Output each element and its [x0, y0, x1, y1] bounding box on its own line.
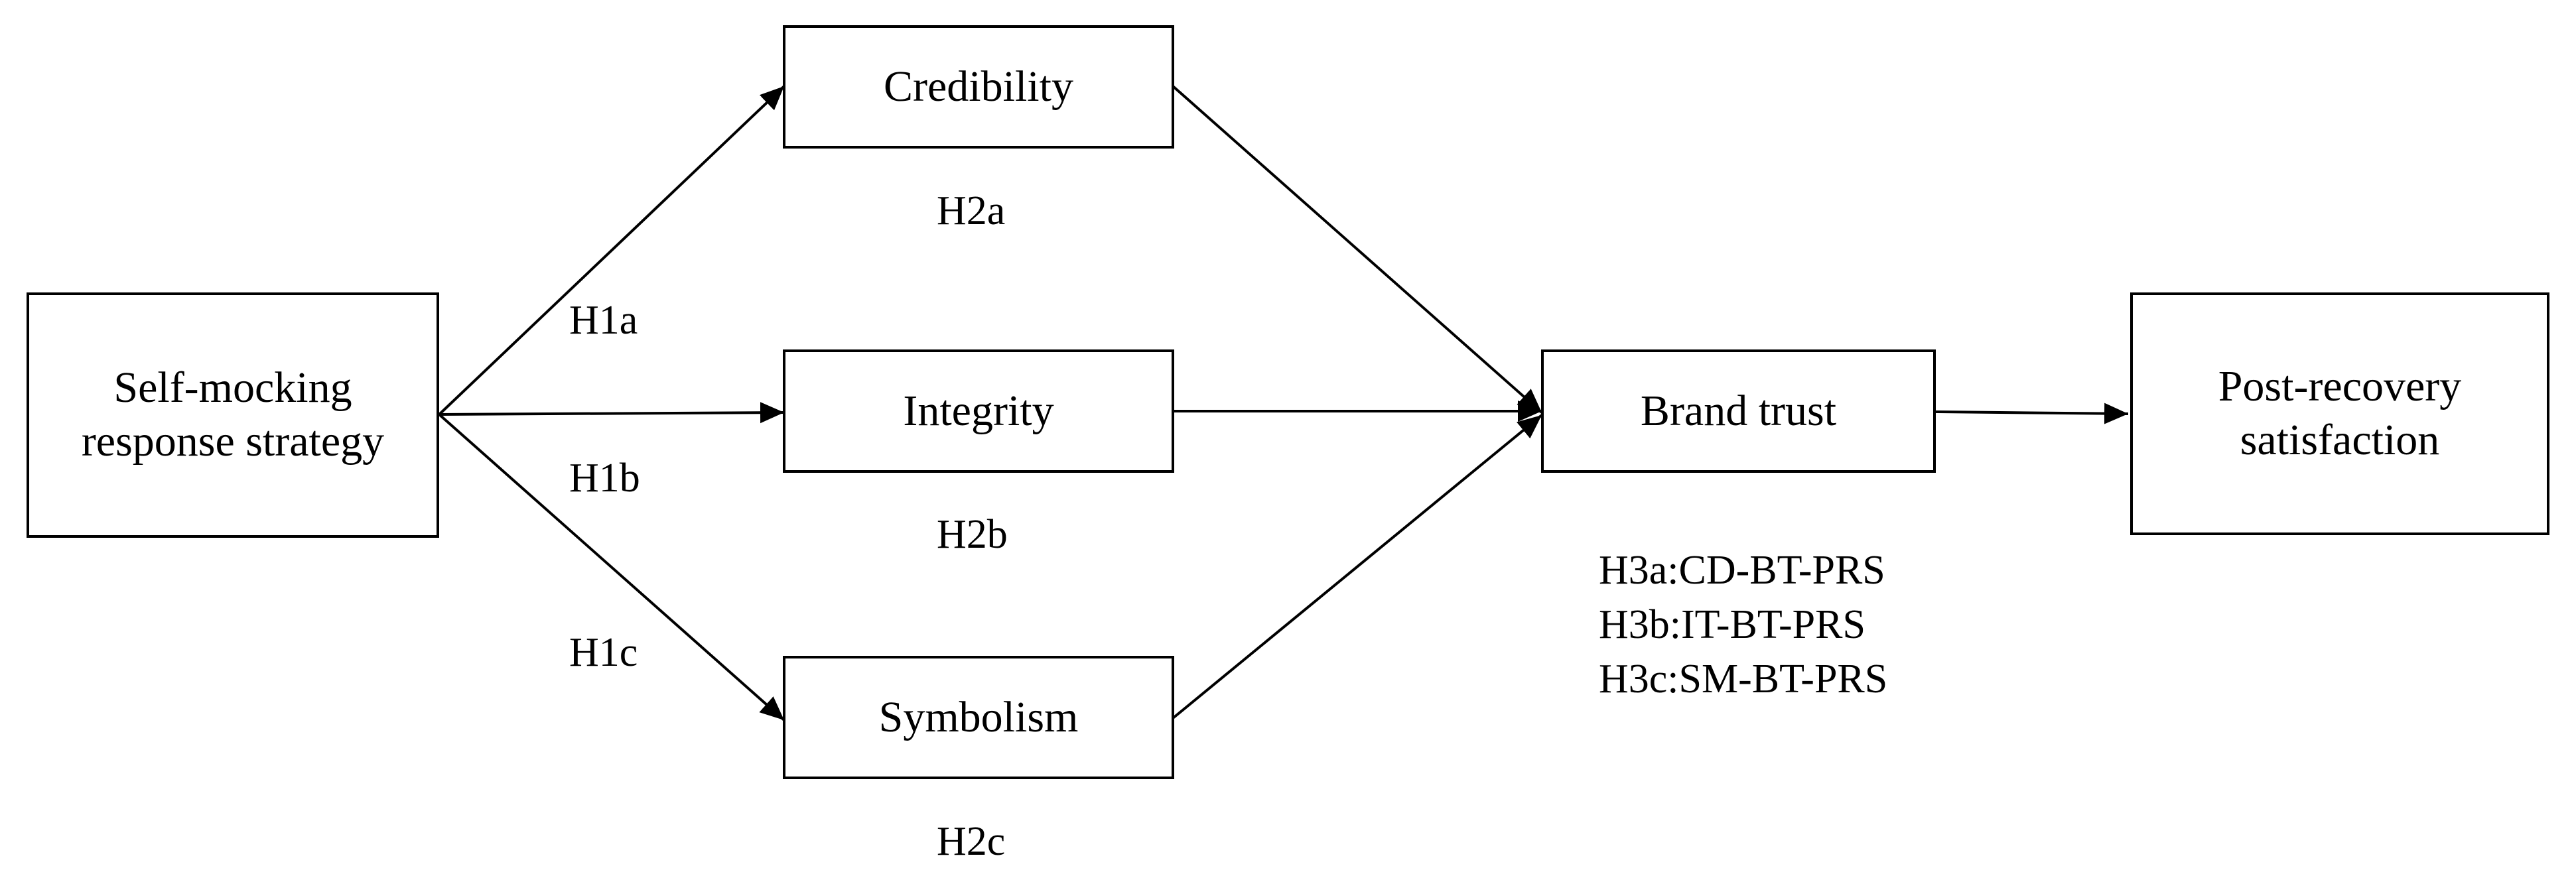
- hypothesis-h3b-label: H3b:IT-BT-PRS: [1599, 601, 1865, 647]
- arrow-brand-trust-to-post-recovery: [1934, 403, 2129, 424]
- node-integrity: Integrity: [783, 349, 1174, 473]
- node-self-mocking-label: Self-mocking response strategy: [81, 363, 385, 466]
- node-post-recovery-label: Post-recovery satisfaction: [2218, 362, 2462, 464]
- hypothesis-h1c-label: H1c: [569, 630, 638, 675]
- hypothesis-h2b-label: H2b: [937, 512, 1008, 557]
- arrow-self-mocking-to-symbolism: [438, 413, 785, 721]
- node-self-mocking-response-strategy: Self-mocking response strategy: [27, 292, 439, 538]
- arrow-credibility-to-brand-trust: [1172, 85, 1543, 414]
- node-symbolism: Symbolism: [783, 656, 1174, 779]
- hypothesis-h3a-label: H3a:CD-BT-PRS: [1599, 548, 1885, 593]
- hypothesis-h1a-label: H1a: [569, 298, 638, 343]
- node-post-recovery-satisfaction: Post-recovery satisfaction: [2130, 292, 2549, 535]
- node-brand-trust-label: Brand trust: [1640, 386, 1837, 435]
- arrow-self-mocking-to-credibility: [438, 85, 785, 416]
- node-credibility-label: Credibility: [884, 62, 1073, 111]
- node-brand-trust: Brand trust: [1541, 349, 1936, 473]
- node-symbolism-label: Symbolism: [878, 692, 1079, 741]
- hypothesis-h3c-label: H3c:SM-BT-PRS: [1599, 656, 1888, 702]
- arrow-self-mocking-to-integrity: [439, 402, 785, 424]
- hypothesis-h3-list: H3a:CD-BT-PRS H3b:IT-BT-PRS H3c:SM-BT-PR…: [1599, 544, 1887, 706]
- hypothesis-h1b-label: H1b: [569, 456, 640, 501]
- hypothesis-h2a-label: H2a: [937, 188, 1006, 233]
- node-credibility: Credibility: [783, 25, 1174, 149]
- arrow-symbolism-to-brand-trust: [1172, 414, 1543, 719]
- hypothesis-h2c-label: H2c: [937, 819, 1006, 864]
- node-integrity-label: Integrity: [903, 386, 1054, 435]
